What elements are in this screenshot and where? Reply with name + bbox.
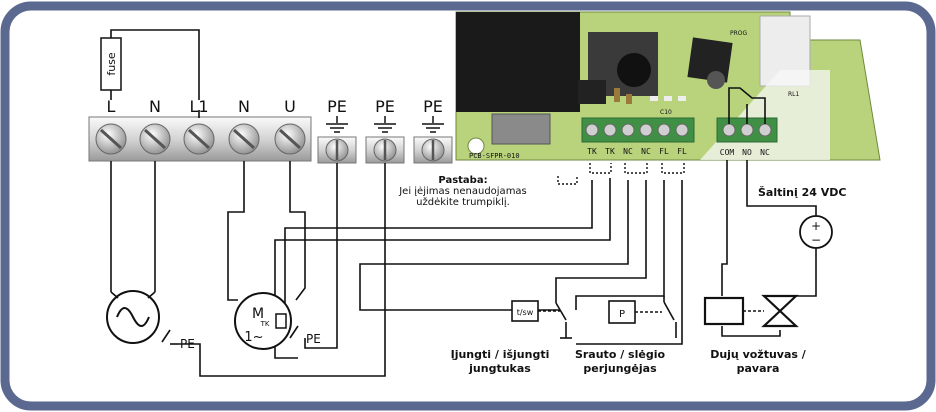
fuse: fuse: [100, 29, 200, 100]
pressure-switch: P Srauto / slėgio perjungėjas: [575, 296, 677, 375]
terminal-label-pe1: PE: [327, 97, 347, 116]
pin-label: TK: [605, 147, 615, 156]
onoff-switch: t/sw Įjungti / išjungti jungtukas: [451, 298, 572, 375]
dc-supply: Šaltinį 24 VDC + −: [758, 186, 846, 249]
pin-label: FL: [659, 147, 669, 156]
switch-caption-1: Įjungti / išjungti: [451, 348, 550, 361]
note-line1: Jei įėjimas nenaudojamas: [398, 186, 527, 197]
pe-wire-label: PE: [306, 332, 321, 346]
valve-icon: [761, 294, 799, 328]
relay-pin-label: COM: [720, 148, 735, 157]
pin-label: FL: [677, 147, 687, 156]
pcb-board: PCB-SFPR-010 C10 PROG RL1 TK TK NC NC FL…: [455, 11, 881, 161]
screw-icon: [139, 123, 171, 155]
switch-box-label: t/sw: [517, 308, 534, 317]
relay-pin-label: NC: [760, 148, 770, 157]
switch-caption-2: perjungėjas: [583, 362, 657, 375]
pcb-prog-label: PROG: [730, 30, 748, 37]
relay-pin-label: NO: [742, 148, 752, 157]
supply-minus: −: [811, 233, 821, 247]
valve-caption-1: Dujų vožtuvas /: [710, 348, 807, 361]
supply-label: Šaltinį 24 VDC: [758, 186, 846, 199]
terminal-label-pe3: PE: [423, 97, 443, 116]
pe-wire-label: PE: [180, 337, 195, 351]
terminal-block-pe: [317, 136, 453, 164]
screw-icon: [325, 138, 349, 162]
terminal-label-u: U: [284, 97, 296, 116]
switch-caption-2: jungtukas: [468, 362, 531, 375]
pcb-terminal-strip: [581, 117, 695, 143]
ground-icons: [326, 116, 444, 133]
note-title: Pastaba:: [438, 175, 487, 186]
terminal-label-n: N: [149, 97, 161, 116]
screw-icon: [95, 123, 127, 155]
terminal-label-n2: N: [238, 97, 250, 116]
ac-source-icon: [106, 290, 160, 344]
valve-caption-2: pavara: [737, 362, 780, 375]
terminal-label-pe2: PE: [375, 97, 395, 116]
wires: [110, 110, 817, 377]
solenoid-icon: [703, 296, 745, 326]
ground-icon: [326, 116, 348, 133]
pcb-screws: [585, 123, 689, 137]
pcb-chip-block: [456, 12, 580, 112]
fuse-label: fuse: [105, 52, 118, 76]
pin-label: NC: [623, 147, 633, 156]
terminal-label-l: L: [107, 97, 116, 116]
screw-icon: [228, 123, 260, 155]
terminal-label-l1: L1: [189, 97, 208, 116]
pcb-code: PCB-SFPR-010: [469, 152, 520, 160]
ground-icon: [422, 116, 444, 133]
jumper-brackets: [557, 163, 685, 185]
ground-icon: [374, 116, 396, 133]
pcb-relay-label: RL1: [788, 91, 800, 98]
note-line2: uždėkite trumpiklį.: [416, 196, 510, 208]
motor-icon: M TK 1~: [234, 292, 292, 350]
note: Pastaba: Jei įėjimas nenaudojamas uždėki…: [398, 175, 527, 208]
battery-icon: [799, 215, 833, 249]
terminal-block-main: [88, 116, 312, 162]
terminal-labels: L N L1 N U PE PE PE: [107, 97, 443, 116]
motor-tk: TK: [260, 320, 270, 328]
pcb-cap-label: C10: [660, 109, 672, 116]
pe-mark-left: PE: [161, 329, 195, 351]
screw-icon: [421, 138, 445, 162]
pcb-buzzer: [707, 71, 725, 89]
motor-phase: 1~: [244, 330, 263, 345]
pe-mark-motor: PE: [289, 325, 321, 346]
supply-plus: +: [811, 219, 821, 233]
gas-valve: Dujų vožtuvas / pavara: [703, 294, 807, 375]
switch-box-label: P: [619, 309, 625, 320]
screw-icon: [183, 123, 215, 155]
switch-caption-1: Srauto / slėgio: [575, 348, 666, 361]
screw-icon: [373, 138, 397, 162]
pin-label: TK: [587, 147, 597, 156]
screw-icon: [274, 123, 306, 155]
motor-m: M: [252, 306, 264, 322]
pin-label: NC: [641, 147, 651, 156]
